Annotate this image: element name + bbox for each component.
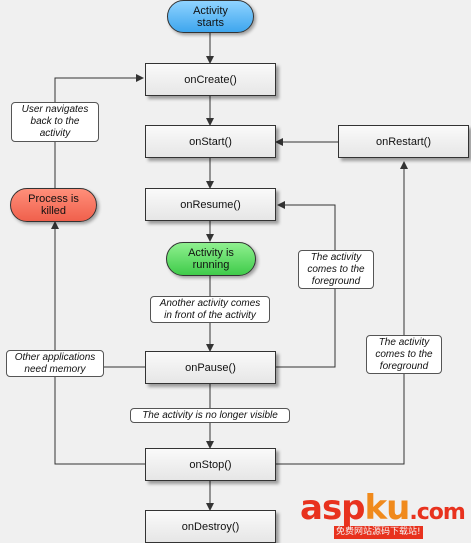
- comes-to-foreground-note-1: The activity comes to the foreground: [298, 250, 374, 289]
- oncreate-box: onCreate(): [145, 63, 276, 96]
- watermark-subtitle: 免费网站源码下载站!: [334, 526, 423, 539]
- comes-to-foreground-note-2: The activity comes to the foreground: [366, 335, 442, 374]
- watermark-wordmark: aspku.com: [300, 488, 466, 528]
- activity-starts-node: Activity starts: [167, 0, 254, 33]
- user-navigates-back-note: User navigates back to the activity: [11, 102, 99, 142]
- no-longer-visible-note: The activity is no longer visible: [130, 408, 290, 423]
- onstop-box: onStop(): [145, 448, 276, 481]
- process-killed-node: Process is killed: [10, 188, 97, 222]
- onpause-box: onPause(): [145, 351, 276, 384]
- edge-onstop-to-onrestart: [276, 161, 408, 465]
- onrestart-box: onRestart(): [338, 125, 469, 158]
- edge-killed-to-oncreate: [54, 74, 144, 188]
- watermark-logo: aspku.com 免费网站源码下载站!: [300, 488, 470, 543]
- other-apps-need-memory-note: Other applications need memory: [6, 350, 104, 377]
- activity-running-node: Activity is running: [166, 242, 256, 276]
- edge-onstop-to-killed: [54, 367, 145, 465]
- onresume-box: onResume(): [145, 188, 276, 221]
- another-activity-note: Another activity comes in front of the a…: [150, 296, 270, 323]
- ondestroy-box: onDestroy(): [145, 510, 276, 543]
- onstart-box: onStart(): [145, 125, 276, 158]
- edge-onpause-to-killed: [51, 221, 145, 368]
